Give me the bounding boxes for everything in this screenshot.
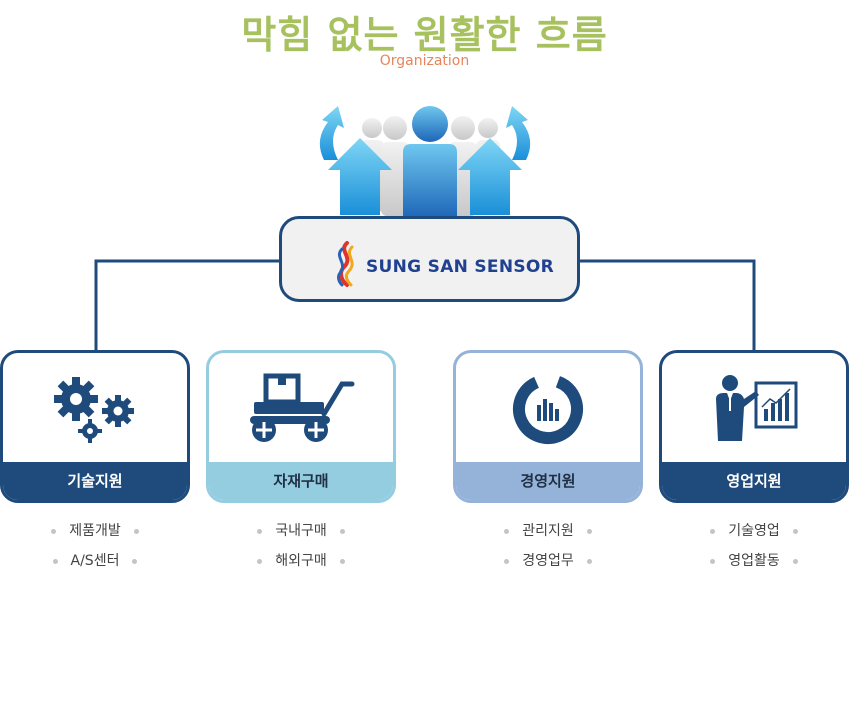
list-item: 해외구매 bbox=[206, 546, 396, 576]
bullet-dot-icon bbox=[792, 558, 798, 564]
donut-chart-icon bbox=[513, 374, 583, 444]
dept-card-tech-support: 기술지원 bbox=[0, 350, 190, 503]
bullet-dot-icon bbox=[504, 528, 510, 534]
list-item-label: 제품개발 bbox=[69, 523, 121, 539]
bullet-dot-icon bbox=[257, 528, 263, 534]
bullet-dot-icon bbox=[52, 558, 58, 564]
page-subtitle: Organization bbox=[379, 53, 470, 69]
list-item-label: 국내구매 bbox=[275, 523, 327, 539]
bullet-dot-icon bbox=[339, 528, 345, 534]
bullet-dot-icon bbox=[792, 528, 798, 534]
list-item: 국내구매 bbox=[206, 516, 396, 546]
cart-icon bbox=[250, 373, 355, 442]
list-item-label: 해외구매 bbox=[275, 553, 327, 569]
presenter-icon bbox=[716, 375, 798, 441]
bullet-dot-icon bbox=[132, 558, 138, 564]
dept-label: 자재구매 bbox=[209, 462, 393, 500]
bullet-dot-icon bbox=[504, 558, 510, 564]
dept-card-management: 경영지원 bbox=[453, 350, 643, 503]
company-logo-box: SUNG SAN SENSOR bbox=[279, 216, 580, 302]
list-item: 기술영업 bbox=[659, 516, 849, 546]
dept-label: 경영지원 bbox=[456, 462, 640, 500]
bullet-dot-icon bbox=[51, 528, 57, 534]
dept-card-purchasing: 자재구매 bbox=[206, 350, 396, 503]
dept-label: 영업지원 bbox=[662, 462, 846, 500]
company-logo-icon bbox=[337, 241, 354, 287]
dept-label: 기술지원 bbox=[3, 462, 187, 500]
list-item-label: 관리지원 bbox=[522, 523, 574, 539]
company-name: SUNG SAN SENSOR bbox=[366, 257, 555, 277]
bullet-dot-icon bbox=[586, 528, 592, 534]
dept-subitems-tech-support: 제품개발 A/S센터 bbox=[0, 516, 190, 576]
list-item: A/S센터 bbox=[0, 546, 190, 576]
list-item-label: 경영업무 bbox=[522, 553, 574, 569]
list-item: 관리지원 bbox=[453, 516, 643, 546]
dept-subitems-sales: 기술영업 영업활동 bbox=[659, 516, 849, 576]
page-title: 막힘 없는 원활한 흐름 bbox=[241, 13, 608, 57]
list-item-label: 영업활동 bbox=[728, 553, 780, 569]
list-item-label: 기술영업 bbox=[728, 523, 780, 539]
bullet-dot-icon bbox=[710, 558, 716, 564]
bullet-dot-icon bbox=[133, 528, 139, 534]
bullet-dot-icon bbox=[710, 528, 716, 534]
list-item-label: A/S센터 bbox=[70, 553, 120, 569]
gears-icon bbox=[54, 377, 134, 443]
dept-subitems-management: 관리지원 경영업무 bbox=[453, 516, 643, 576]
list-item: 경영업무 bbox=[453, 546, 643, 576]
list-item: 영업활동 bbox=[659, 546, 849, 576]
list-item: 제품개발 bbox=[0, 516, 190, 546]
bullet-dot-icon bbox=[586, 558, 592, 564]
dept-card-sales: 영업지원 bbox=[659, 350, 849, 503]
dept-subitems-purchasing: 국내구매 해외구매 bbox=[206, 516, 396, 576]
bullet-dot-icon bbox=[257, 558, 263, 564]
bullet-dot-icon bbox=[339, 558, 345, 564]
team-growth-icon bbox=[310, 100, 540, 224]
